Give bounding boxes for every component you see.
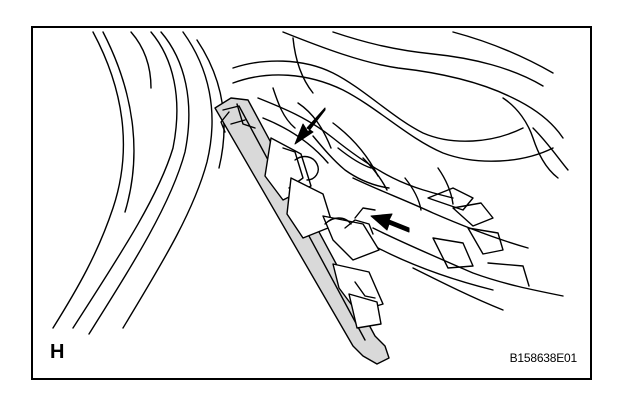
figure-frame: H B158638E01 bbox=[31, 26, 592, 380]
panel-letter: H bbox=[50, 341, 65, 363]
door-pillar-lines bbox=[52, 31, 225, 335]
switch-base-panel bbox=[214, 97, 390, 365]
arrow-lower-clip bbox=[370, 213, 410, 233]
door-inner-cavity bbox=[257, 87, 564, 311]
door-trim-illustration bbox=[52, 31, 569, 365]
figure-code: B158638E01 bbox=[509, 351, 578, 365]
door-body-contours bbox=[232, 31, 569, 179]
arrow-upper-clip bbox=[294, 107, 326, 145]
